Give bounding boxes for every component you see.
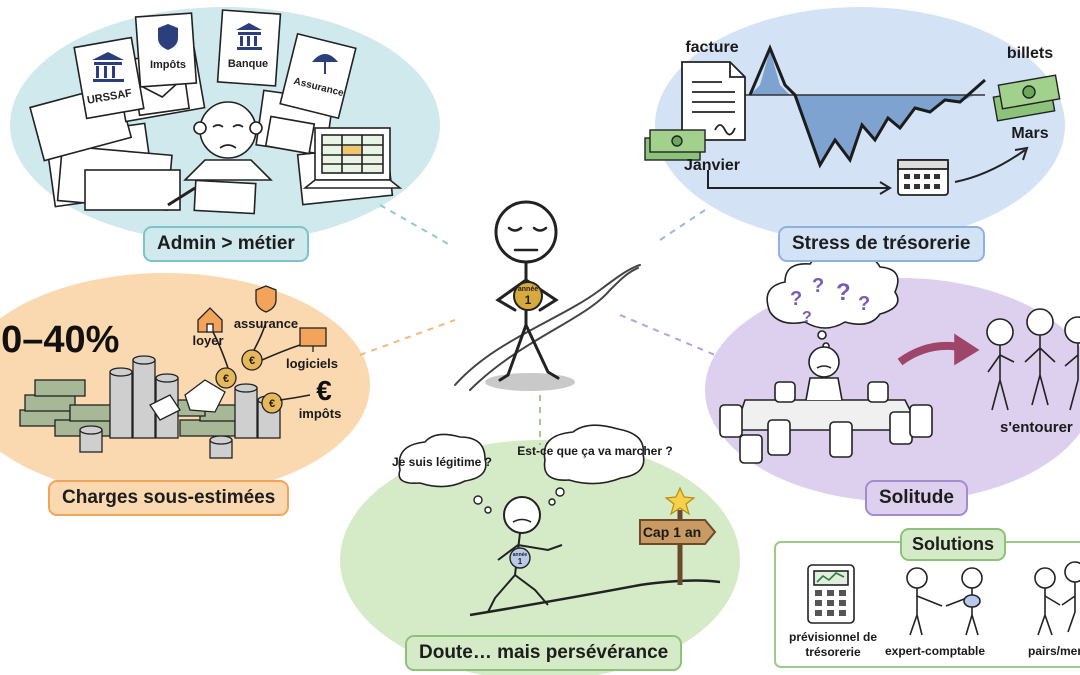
charges-item-logiciels: logiciels — [286, 356, 338, 371]
admin-title: Admin > métier — [143, 226, 309, 262]
charges-euro-glyphs: € € € — [223, 355, 275, 410]
charges-title: Charges sous-estimées — [48, 480, 290, 516]
solitude-question-marks: ? ? ? ? ? — [790, 275, 870, 326]
doute-bubble-2: Est-ce que ça va marcher ? — [517, 444, 672, 458]
charges-item-loyer: loyer — [192, 333, 223, 348]
doute-bubble — [340, 440, 740, 675]
question-mark-1: ? — [790, 288, 802, 310]
doute-bubble-1-text: Je suis légitime ? — [392, 455, 492, 469]
admin-doc-banque: Banque — [228, 58, 268, 70]
solutions-title: Solutions — [900, 528, 1006, 561]
treso-mars-label: Mars — [1011, 125, 1048, 142]
treso-billets-label: billets — [1007, 45, 1053, 62]
doute-bubble-1: Je suis légitime ? — [392, 455, 492, 469]
solution-item-previsionnel: prévisionnel de trésorerie — [788, 630, 878, 659]
central-badge-num: 1 — [525, 293, 532, 307]
doute-illustration — [398, 424, 721, 617]
question-mark-3: ? — [836, 279, 851, 306]
connectors — [359, 204, 716, 445]
euro-coin-3: € — [269, 398, 275, 410]
euro-coin-2: € — [249, 355, 255, 367]
solitude-bubble — [705, 278, 1080, 502]
question-mark-4: ? — [858, 293, 870, 315]
treso-janvier-label: Janvier — [684, 157, 740, 174]
solution-item-expert: expert-comptable — [885, 644, 986, 658]
treso-illustration — [644, 44, 1061, 196]
solitude-entourer-label: s'entourer — [1000, 419, 1073, 436]
solitude-illustration — [719, 254, 1080, 464]
doute-badge-top: année — [513, 552, 528, 558]
admin-doc-impots: Impôts — [150, 59, 186, 71]
treso-facture-label: facture — [685, 39, 738, 56]
doute-bubble-2-text: Est-ce que ça va marcher ? — [517, 444, 672, 458]
doute-title: Doute… mais persévérance — [405, 635, 683, 671]
charges-item-assurance: assurance — [234, 316, 298, 331]
question-mark-5: ? — [802, 309, 812, 326]
euro-coin-1: € — [223, 373, 229, 385]
solution-item-pairs: pairs/mentors — [1028, 644, 1080, 658]
solitude-title: Solitude — [865, 480, 968, 516]
charges-item-impots: impôts — [299, 406, 342, 421]
treso-title: Stress de trésorerie — [778, 226, 985, 262]
admin-doc-icons — [92, 23, 338, 82]
doute-badge-num: 1 — [518, 557, 523, 566]
central-badge-top: année — [518, 286, 538, 293]
solutions-panel — [774, 541, 1080, 668]
charges-big-euro: € — [316, 375, 332, 406]
doute-sign: Cap 1 an — [643, 524, 701, 540]
central-figure — [454, 200, 641, 391]
charges-illustration — [19, 285, 327, 459]
charges-percent: 30–40% — [0, 319, 119, 361]
question-mark-2: ? — [812, 275, 824, 297]
admin-illustration — [29, 9, 403, 215]
